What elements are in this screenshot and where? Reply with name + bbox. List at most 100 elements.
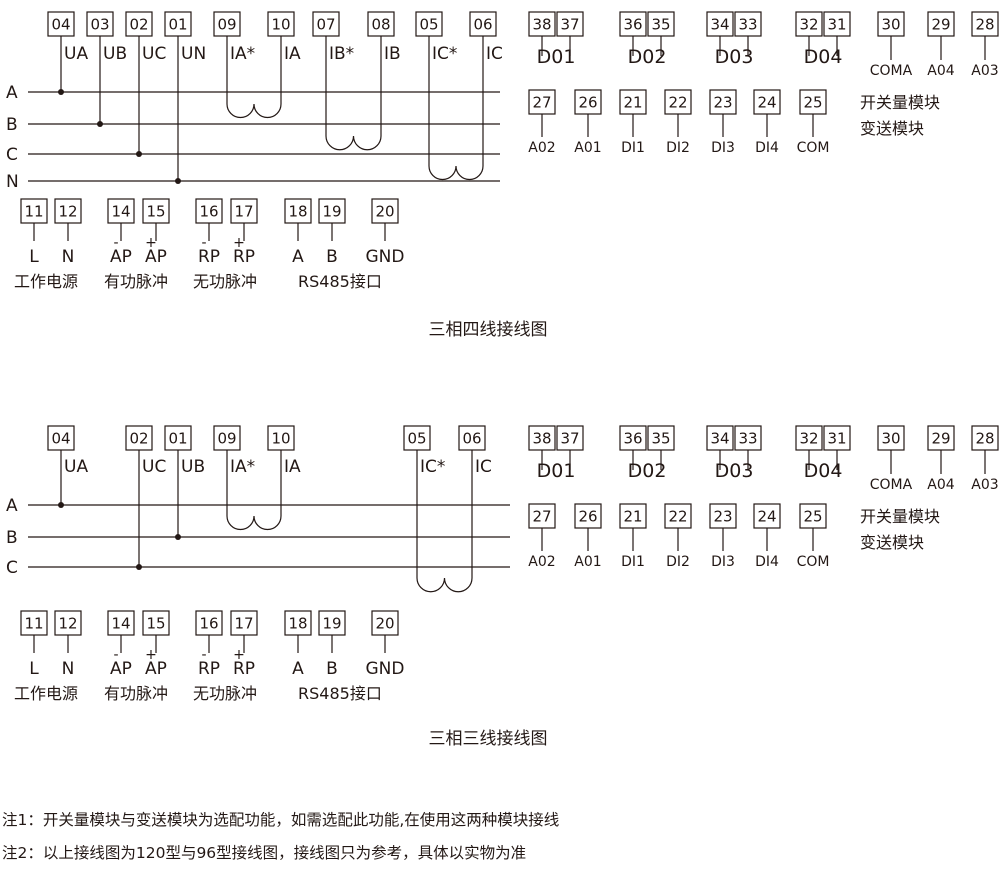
m2-relay-d01-a-box bbox=[528, 425, 556, 451]
m2-terminal-com-box bbox=[799, 503, 827, 529]
d1-junction-uc bbox=[136, 151, 142, 157]
d2-terminal-uc-label: UC bbox=[142, 457, 166, 477]
d2-terminal-ia-number: 10 bbox=[271, 430, 290, 448]
b1-terminal-rp-plus-label: RP bbox=[233, 247, 255, 267]
b2-terminal-rs485-a-box bbox=[284, 610, 312, 636]
d2-ct-coil-a bbox=[226, 515, 282, 531]
m2-terminal-di4-label: DI4 bbox=[755, 554, 779, 570]
m1-relay-d02-label: D02 bbox=[628, 46, 667, 68]
b1-terminal-rp-plus-sign: + bbox=[233, 235, 245, 251]
m2-relay-d02-b-box bbox=[647, 425, 675, 451]
d1-terminal-ib-number: 08 bbox=[371, 16, 390, 34]
m1-relay-d04-b-box bbox=[823, 11, 851, 37]
m1-terminal-a04-label: A04 bbox=[927, 63, 954, 79]
m2-terminal-di3-number: 23 bbox=[713, 508, 732, 526]
m2-terminal-coma-number: 30 bbox=[881, 430, 900, 448]
d1-terminal-ic-number: 06 bbox=[473, 16, 492, 34]
m1-terminal-com-number: 25 bbox=[803, 94, 822, 112]
d2-terminal-ub-number: 01 bbox=[168, 430, 187, 448]
b1-terminal-n-box bbox=[54, 198, 82, 224]
m1-relay-d01-a-box bbox=[528, 11, 556, 37]
m1-terminal-a04-number: 29 bbox=[931, 16, 950, 34]
m2-terminal-di4-number: 24 bbox=[757, 508, 776, 526]
m2-caption-1: 开关量模块 bbox=[860, 507, 940, 526]
d2-phase-label-a: A bbox=[6, 496, 18, 516]
d1-terminal-ia-label: IA bbox=[284, 44, 301, 64]
m2-terminal-a01-box bbox=[574, 503, 602, 529]
b1-terminal-ap-minus-number: 14 bbox=[111, 203, 130, 221]
b1-terminal-rs485-b-box bbox=[318, 198, 346, 224]
m2-relay-d03-a-number: 34 bbox=[710, 430, 729, 448]
b2-terminal-gnd-number: 20 bbox=[375, 615, 394, 633]
m1-terminal-com-label: COM bbox=[797, 140, 830, 156]
d1-junction-ua bbox=[58, 89, 64, 95]
m2-relay-d02-label: D02 bbox=[628, 460, 667, 482]
d1-terminal-ia-star-number: 09 bbox=[217, 16, 236, 34]
b1-terminal-rs485-b-number: 19 bbox=[322, 203, 341, 221]
m1-relay-d03-b-number: 33 bbox=[738, 16, 757, 34]
d1-title: 三相四线接线图 bbox=[429, 320, 548, 340]
d1-terminal-ib-star-label: IB* bbox=[329, 44, 354, 64]
b2-terminal-ap-plus-number: 15 bbox=[146, 615, 165, 633]
m2-relay-d02-a-number: 36 bbox=[623, 430, 642, 448]
m1-terminal-a02-label: A02 bbox=[528, 140, 555, 156]
m2-relay-d04-label: D04 bbox=[804, 460, 843, 482]
m2-relay-d04-a-number: 32 bbox=[799, 430, 818, 448]
b2-terminal-ap-minus-label: AP bbox=[110, 659, 132, 679]
m1-relay-d04-a-number: 32 bbox=[799, 16, 818, 34]
m1-relay-d03-b-box bbox=[734, 11, 762, 37]
m2-terminal-com-number: 25 bbox=[803, 508, 822, 526]
m2-terminal-a04-label: A04 bbox=[927, 477, 954, 493]
b1-terminal-rs485-a-number: 18 bbox=[288, 203, 307, 221]
m1-terminal-coma-number: 30 bbox=[881, 16, 900, 34]
b1-terminal-rp-minus-sign: - bbox=[201, 235, 206, 251]
b1-terminal-ap-plus-number: 15 bbox=[146, 203, 165, 221]
d2-terminal-ub-label: UB bbox=[181, 457, 205, 477]
m2-terminal-di2-label: DI2 bbox=[666, 554, 690, 570]
note-1: 注1：开关量模块与变送模块为选配功能，如需选配此功能,在使用这两种模块接线 bbox=[2, 811, 560, 829]
m1-terminal-coma-label: COMA bbox=[870, 63, 913, 79]
m1-relay-d01-label: D01 bbox=[537, 46, 576, 68]
b2-group-label-2: 无功脉冲 bbox=[193, 684, 257, 703]
m1-relay-d02-b-box bbox=[647, 11, 675, 37]
d1-terminal-ua-number: 04 bbox=[51, 16, 70, 34]
b1-terminal-rp-minus-box bbox=[195, 198, 223, 224]
m1-terminal-a01-box bbox=[574, 89, 602, 115]
d1-terminal-ib-star-number: 07 bbox=[316, 16, 335, 34]
m1-terminal-di4-box bbox=[753, 89, 781, 115]
d1-terminal-ic-label: IC bbox=[486, 44, 503, 64]
d2-terminal-uc-number: 02 bbox=[129, 430, 148, 448]
m1-terminal-a03-box bbox=[971, 11, 999, 37]
b1-terminal-l-box bbox=[20, 198, 48, 224]
d1-terminal-ia-number: 10 bbox=[271, 16, 290, 34]
d1-ct-coil-b bbox=[325, 135, 382, 151]
d1-terminal-un-label: UN bbox=[181, 44, 206, 64]
d1-junction-un bbox=[175, 178, 181, 184]
b2-terminal-rs485-a-number: 18 bbox=[288, 615, 307, 633]
m2-terminal-di4-box bbox=[753, 503, 781, 529]
m2-terminal-a02-number: 27 bbox=[532, 508, 551, 526]
b2-terminal-rp-plus-sign: + bbox=[233, 647, 245, 663]
m1-terminal-a01-number: 26 bbox=[578, 94, 597, 112]
m2-terminal-a03-label: A03 bbox=[971, 477, 998, 493]
d2-terminal-ua-number: 04 bbox=[51, 430, 70, 448]
m1-terminal-di3-number: 23 bbox=[713, 94, 732, 112]
d1-ct-coil-c bbox=[428, 165, 484, 181]
m2-terminal-di1-label: DI1 bbox=[621, 554, 645, 570]
m2-relay-d01-a-number: 38 bbox=[532, 430, 551, 448]
b2-terminal-ap-minus-sign: - bbox=[113, 647, 118, 663]
m2-terminal-a04-number: 29 bbox=[931, 430, 950, 448]
m1-terminal-di2-number: 22 bbox=[668, 94, 687, 112]
m2-relay-d03-label: D03 bbox=[715, 460, 754, 482]
b2-terminal-l-box bbox=[20, 610, 48, 636]
b1-group-label-0: 工作电源 bbox=[14, 272, 78, 291]
d1-terminal-ib-box bbox=[367, 11, 395, 37]
b1-terminal-l-label: L bbox=[29, 247, 39, 267]
m1-terminal-com-box bbox=[799, 89, 827, 115]
d2-phase-label-c: C bbox=[6, 558, 18, 578]
b1-terminal-rs485-a-label: A bbox=[292, 247, 304, 267]
m2-terminal-com-label: COM bbox=[797, 554, 830, 570]
b2-terminal-ap-minus-box bbox=[107, 610, 135, 636]
d1-terminal-uc-number: 02 bbox=[129, 16, 148, 34]
d2-terminal-ia-star-label: IA* bbox=[230, 457, 255, 477]
